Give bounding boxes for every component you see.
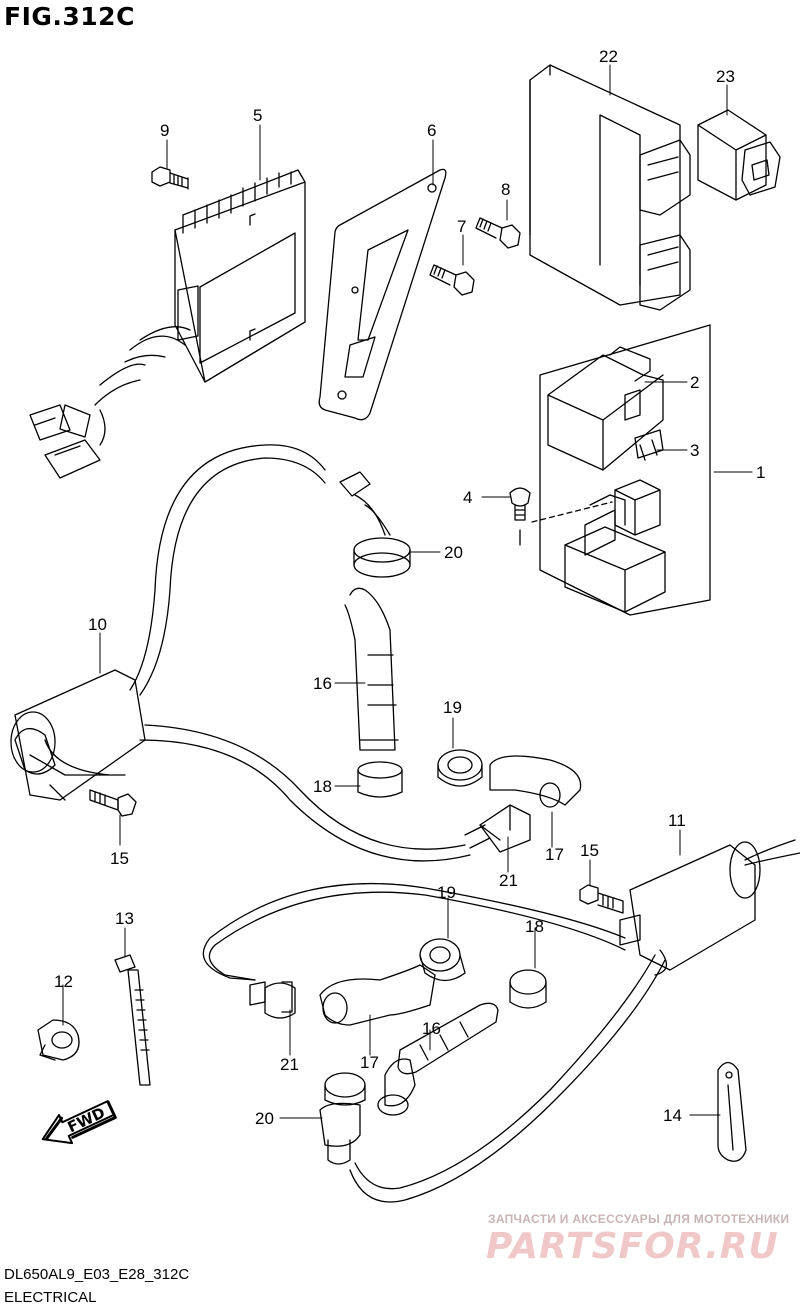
callout-19-upper: 19 [443,698,462,717]
part-18-ring-upper [357,761,403,798]
callout-11: 11 [668,811,686,830]
callout-22: 22 [599,47,618,66]
part-5-regulator [29,169,306,479]
callout-3: 3 [690,441,699,460]
part-15-bolt-right [579,884,624,914]
leader-lines [62,64,753,1119]
callout-19-lower: 19 [437,883,456,902]
callout-8: 8 [501,180,510,199]
part-21-grommet-lower [249,981,296,1019]
callout-16-upper: 16 [313,674,332,693]
high-tension-lead-upper [129,444,491,862]
callout-10: 10 [88,615,107,634]
relay-base [564,479,666,613]
callout-17-lower: 17 [360,1053,379,1072]
part-20-plug-cap-lower [319,1072,366,1165]
part-18-ring-lower [509,969,547,1009]
callout-23: 23 [716,67,735,86]
part-21-grommet-upper [479,804,531,853]
part-1-relay-assembly-outline [539,324,711,616]
part-22-ecm [529,64,691,311]
part-6-bracket [318,168,447,421]
screw-leader-dashed [531,501,613,523]
callout-14: 14 [663,1106,682,1125]
part-2-relay-cover [547,346,664,471]
callout-5: 5 [253,106,262,125]
callout-6: 6 [427,121,436,140]
callout-18-upper: 18 [313,777,332,796]
part-3-fuse [634,429,664,461]
callout-18-lower: 18 [525,917,544,936]
callout-13: 13 [115,909,134,928]
callout-12: 12 [54,972,73,991]
part-14-strap [717,1061,747,1162]
part-15-bolt-left [89,789,137,817]
callout-2: 2 [690,373,699,392]
callout-20-lower: 20 [255,1109,274,1128]
callout-4: 4 [463,488,472,507]
part-12-clamp [37,1019,80,1061]
part-16-boot-lower [377,1002,499,1116]
callout-15-left: 15 [110,849,129,868]
callout-20-upper: 20 [444,543,463,562]
part-17-elbow-upper [489,755,582,808]
part-13-cable-tie [114,954,151,1086]
callout-21-lower: 21 [280,1055,299,1074]
part-7-bolt [429,264,475,296]
high-tension-lead-lower [202,882,666,1203]
watermark-logo: PARTSFOR.RU [486,1226,779,1267]
diagram-name: ELECTRICAL [4,1289,97,1306]
part-8-bolt [475,217,521,249]
callout-numbers: 9 5 6 7 8 22 23 2 3 1 4 20 10 16 19 18 1… [54,47,765,1128]
callout-1: 1 [756,463,765,482]
forward-arrow-icon: FWD [41,1100,117,1145]
diagram-code: DL650AL9_E03_E28_312C [4,1266,190,1283]
part-10-ignition-coil [10,669,146,801]
part-19-ring-upper [437,749,483,787]
part-11-ignition-coil [619,839,800,976]
part-23-connector [697,109,781,201]
part-17-elbow-lower [319,964,436,1026]
callout-7: 7 [457,217,466,236]
callout-21-upper: 21 [499,871,518,890]
part-20-plug-cap-upper [339,471,411,578]
figure-title: FIG.312C [4,2,135,31]
watermark-tagline: ЗАПЧАСТИ И АКСЕССУАРЫ ДЛЯ МОТОТЕХНИКИ [488,1212,790,1226]
part-19-ring-lower [419,938,466,982]
part-9-bolt [151,166,189,190]
callout-9: 9 [160,121,169,140]
callout-15-right: 15 [580,841,599,860]
callout-16-lower: 16 [422,1019,441,1038]
part-16-boot-upper [344,587,399,751]
callout-17-upper: 17 [545,845,564,864]
part-4-screw [509,487,531,521]
